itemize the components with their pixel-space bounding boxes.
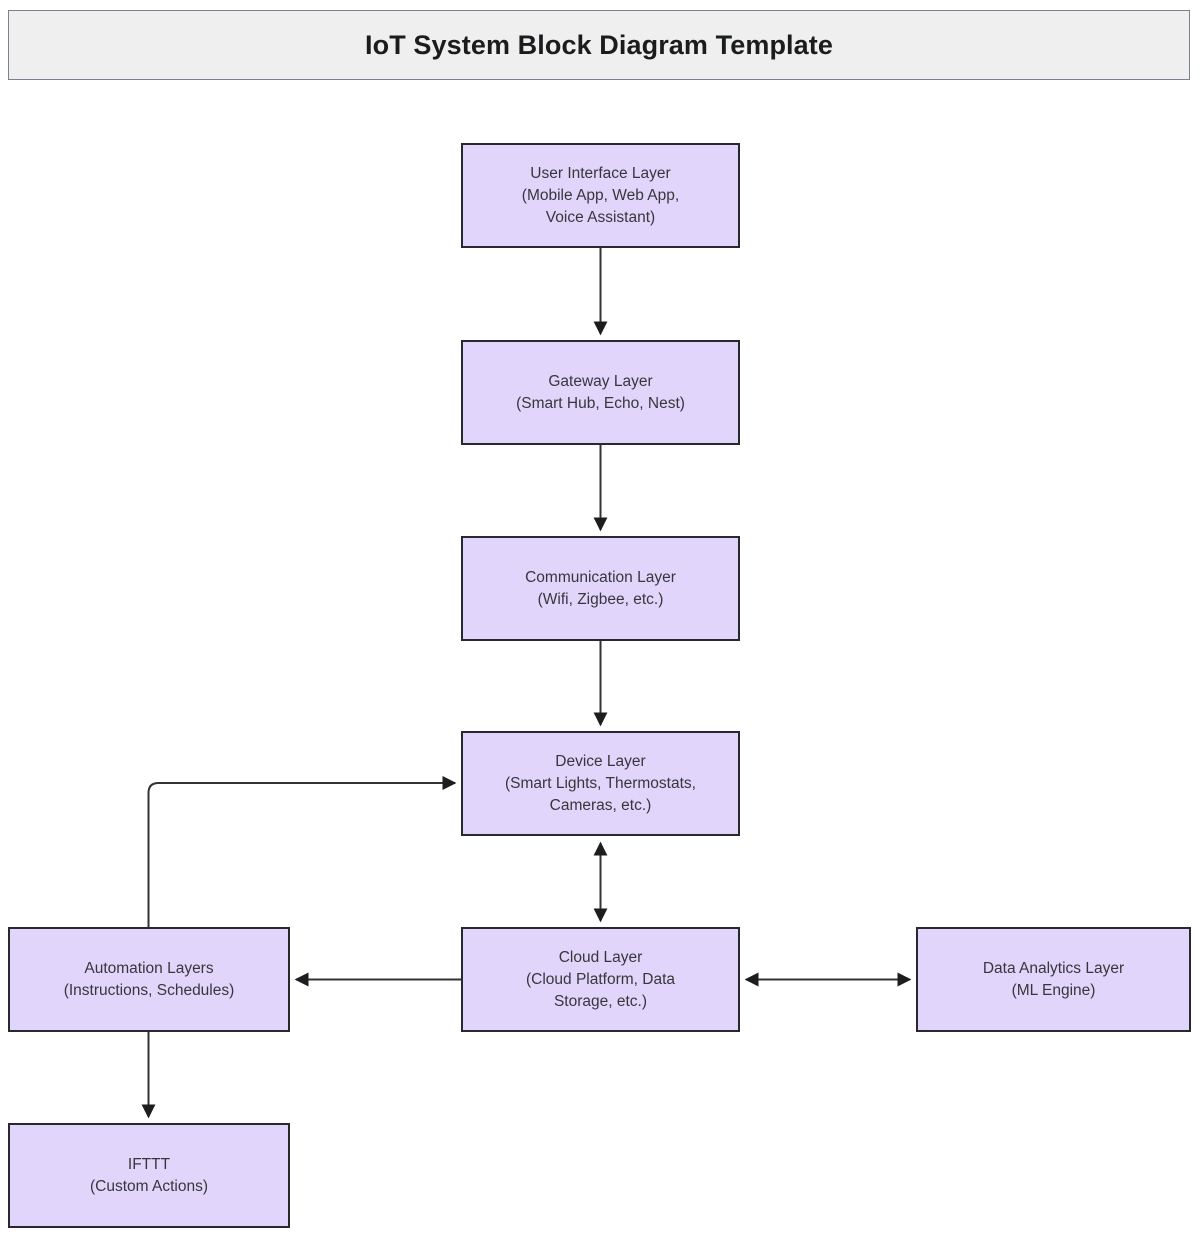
- node-cloud-layer[interactable]: Cloud Layer (Cloud Platform, Data Storag…: [461, 927, 740, 1032]
- node-device-layer[interactable]: Device Layer (Smart Lights, Thermostats,…: [461, 731, 740, 836]
- node-ifttt[interactable]: IFTTT (Custom Actions): [8, 1123, 290, 1228]
- node-automation-layers[interactable]: Automation Layers (Instructions, Schedul…: [8, 927, 290, 1032]
- node-data-analytics-layer[interactable]: Data Analytics Layer (ML Engine): [916, 927, 1191, 1032]
- node-user-interface-layer[interactable]: User Interface Layer (Mobile App, Web Ap…: [461, 143, 740, 248]
- node-label-data-analytics-layer: Data Analytics Layer (ML Engine): [982, 959, 1125, 999]
- node-label-cloud-layer: Cloud Layer (Cloud Platform, Data Storag…: [525, 948, 676, 1010]
- node-gateway-layer[interactable]: Gateway Layer (Smart Hub, Echo, Nest): [461, 340, 740, 445]
- page-title: IoT System Block Diagram Template: [365, 29, 833, 60]
- node-label-user-interface-layer: User Interface Layer (Mobile App, Web Ap…: [521, 164, 680, 226]
- node-label-device-layer: Device Layer (Smart Lights, Thermostats,…: [505, 752, 696, 814]
- diagram-title-bar: IoT System Block Diagram Template: [8, 10, 1190, 80]
- node-label-automation-layers: Automation Layers (Instructions, Schedul…: [63, 959, 235, 999]
- node-label-ifttt: IFTTT (Custom Actions): [89, 1155, 208, 1195]
- node-communication-layer[interactable]: Communication Layer (Wifi, Zigbee, etc.): [461, 536, 740, 641]
- node-label-gateway-layer: Gateway Layer (Smart Hub, Echo, Nest): [516, 372, 685, 412]
- edge-automation-to-device: [147, 776, 457, 927]
- node-label-communication-layer: Communication Layer (Wifi, Zigbee, etc.): [525, 568, 676, 608]
